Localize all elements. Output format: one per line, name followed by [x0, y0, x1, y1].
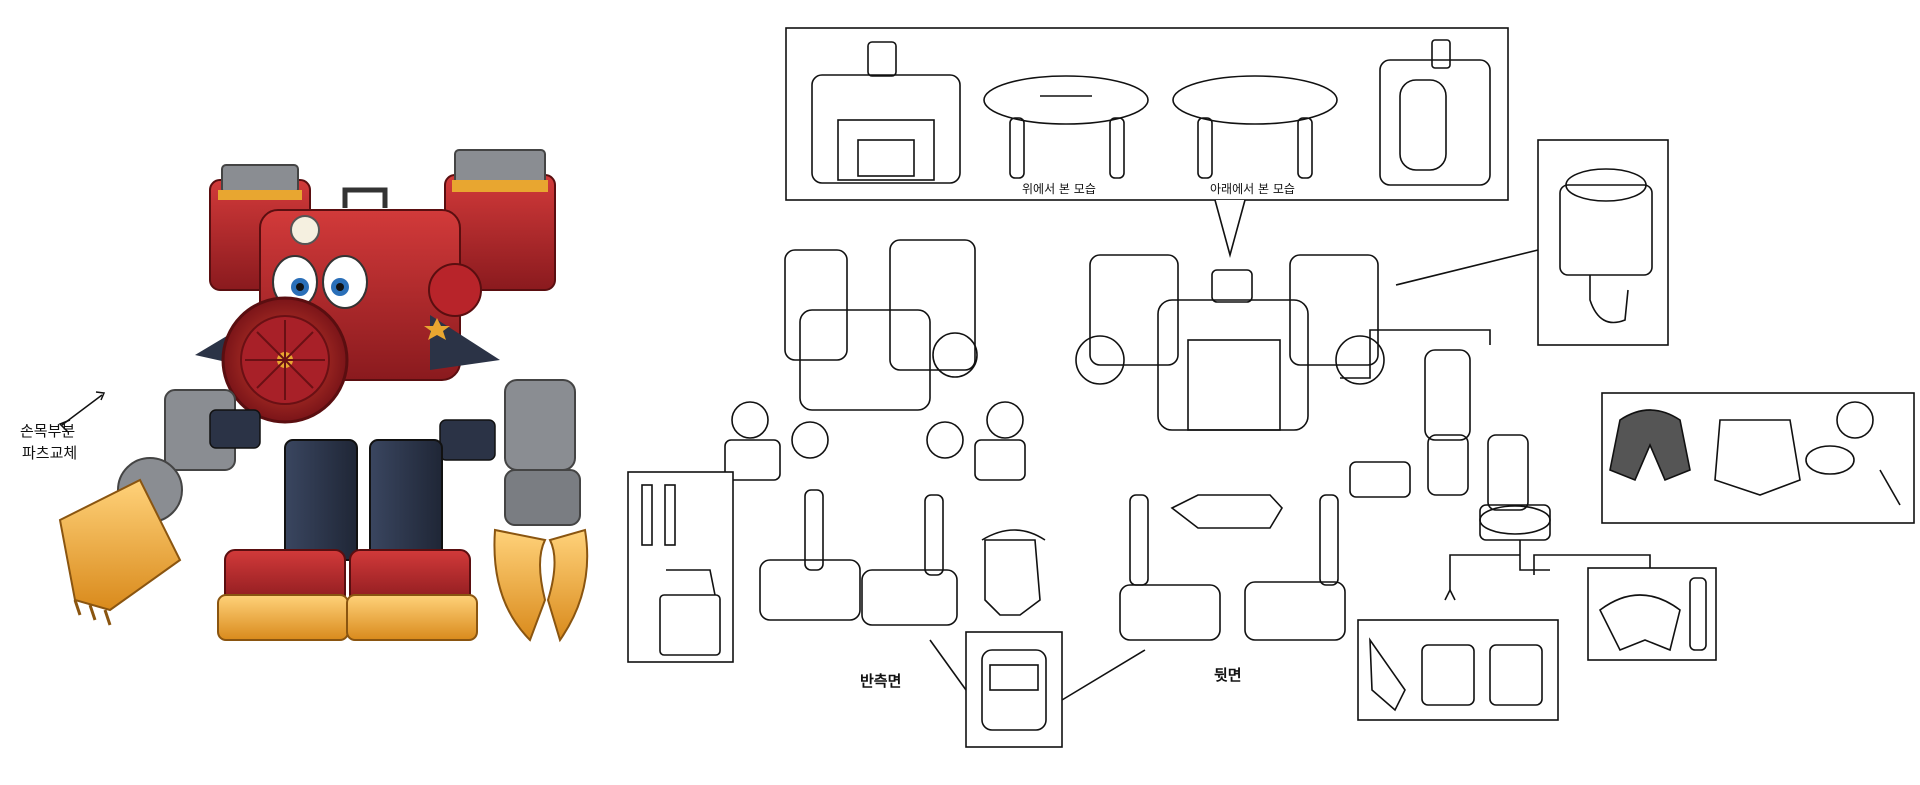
side-assembly-drawing: [724, 239, 1026, 481]
robot-color-render: [58, 149, 589, 643]
left-arm-excavator: [58, 389, 236, 626]
backpack-assembled: [1075, 254, 1385, 431]
bucket-attachment-panel: [627, 471, 734, 663]
side-arm-parts: [759, 489, 1041, 626]
annotation-line-2: 파츠교체: [22, 444, 78, 462]
hand-claw-drawing: [981, 529, 1046, 541]
right-shoulder-cannon: [444, 149, 556, 291]
backpack-front-view: [811, 41, 961, 184]
annotation-line-1: 손목부분: [20, 422, 76, 440]
chest-turbine-fan: [221, 296, 349, 424]
side-view-label: 반측면: [860, 672, 902, 690]
back-view-label: 뒷면: [1214, 666, 1242, 684]
backpack-top-view: [983, 75, 1149, 179]
line-art-sheet: [627, 27, 1915, 748]
wrist-swap-arrow: [58, 391, 106, 433]
foot-detail-panel: [929, 631, 1146, 748]
wrist-joint-parts: [1340, 329, 1551, 571]
top-views-panel: [785, 27, 1509, 259]
back-arm-parts: [1119, 494, 1346, 641]
backpack-bottom-view: [1172, 75, 1338, 179]
claw-options-panel: [1601, 392, 1915, 524]
robot-legs: [217, 439, 478, 641]
excavator-parts-panel: [1357, 554, 1559, 721]
claw-attachment-panel: [1533, 554, 1717, 661]
top-view-label: 위에서 본 모습: [1022, 182, 1096, 196]
bottom-view-label: 아래에서 본 모습: [1210, 182, 1295, 196]
backpack-side-view: [1379, 39, 1491, 186]
cannon-detail-panel: [1395, 139, 1669, 346]
right-arm-claw: [428, 263, 589, 643]
